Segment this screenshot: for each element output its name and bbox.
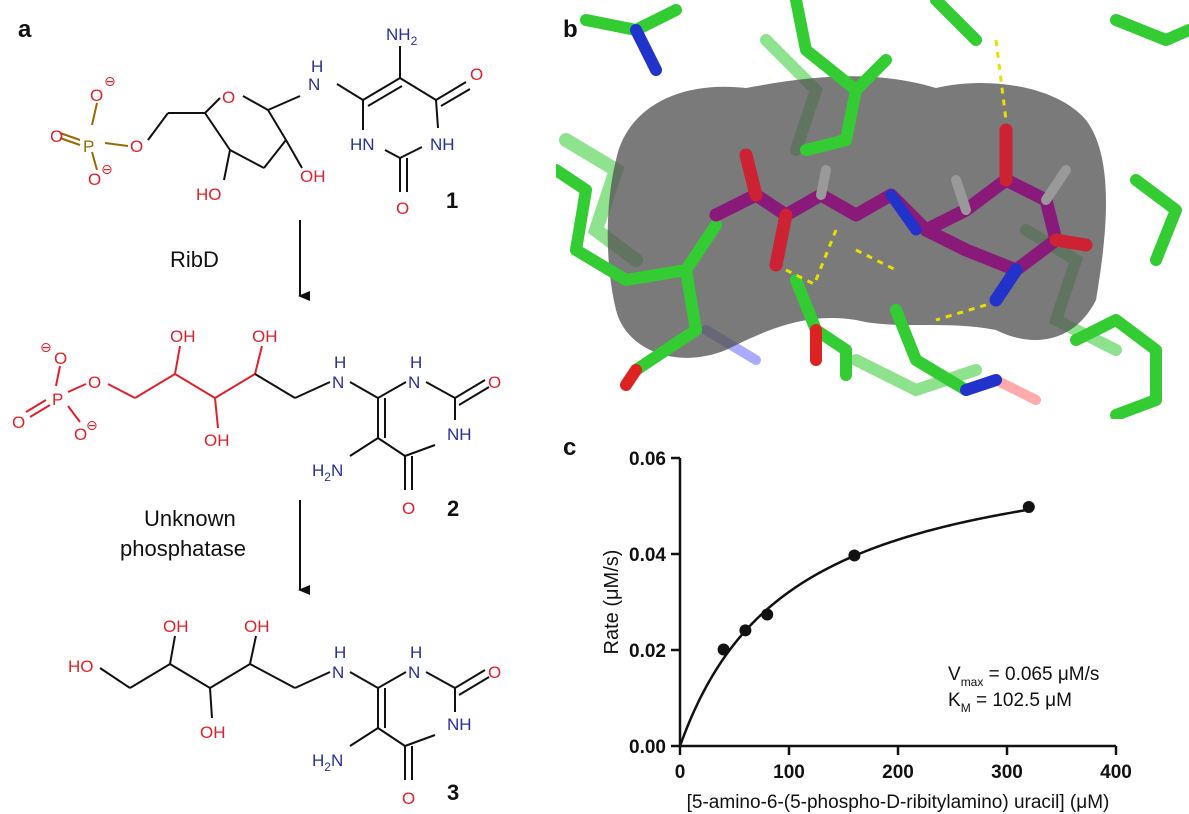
atom-o: O (88, 170, 101, 189)
panel-label-a: a (18, 16, 32, 43)
y-tick-label: 0.04 (629, 545, 666, 566)
compound-number-1: 1 (446, 188, 458, 213)
data-point (1022, 500, 1035, 513)
atom-oh: HO (68, 657, 94, 676)
atom-nh: NH (447, 425, 472, 444)
panel-label-b: b (563, 16, 578, 43)
atom-p: P (52, 390, 63, 409)
compound-1-structure: O P O ⊖ O ⊖ O O HO OH N H NH2 O NH HN O … (50, 25, 483, 218)
atom-o: O (88, 373, 101, 392)
atom-nh: NH (430, 135, 455, 154)
km-annotation: KM = 102.5 μM (948, 690, 1072, 715)
atom-o: O (488, 373, 501, 392)
atom-h: H (334, 353, 346, 372)
charge-minus: ⊖ (104, 73, 116, 89)
atom-n: N (332, 663, 344, 682)
atom-o: O (90, 86, 103, 105)
michaelis-menten-chart: 0.00 0.02 0.04 0.06 0 100 200 300 400 Rate (μM/… (601, 449, 1132, 813)
compound-number-3: 3 (447, 780, 459, 805)
x-ticks: 0 100 200 300 400 (675, 746, 1132, 783)
x-axis-label: [5-amino-6-(5-phospho-D-ribitylamino) ur… (687, 792, 1110, 813)
y-tick-label: 0.06 (629, 449, 666, 470)
data-point (761, 608, 774, 621)
atom-o: O (396, 199, 409, 218)
atom-h: H (410, 353, 422, 372)
enzyme-label-unknown: Unknown (144, 506, 236, 531)
y-tick-label: 0.02 (629, 641, 666, 662)
atom-o: O (402, 789, 415, 808)
y-tick-label: 0.00 (629, 737, 666, 758)
x-tick-label: 100 (773, 762, 805, 783)
atom-o: O (402, 499, 415, 518)
y-ticks: 0.00 0.02 0.04 0.06 (629, 449, 680, 758)
atom-o: O (54, 349, 67, 368)
atom-o: O (222, 88, 235, 107)
atom-oh: OH (170, 327, 196, 346)
atom-n: N (408, 373, 420, 392)
atom-n: N (308, 75, 320, 94)
atom-o: O (74, 425, 87, 444)
atom-h2n: H2N (312, 461, 343, 484)
charge-minus: ⊖ (86, 417, 98, 433)
atom-n: N (332, 373, 344, 392)
charge-minus: ⊖ (40, 339, 52, 355)
atom-nh: NH (447, 715, 472, 734)
atom-o: O (470, 65, 483, 84)
atom-oh: OH (163, 617, 189, 636)
data-point (848, 549, 861, 562)
x-tick-label: 200 (882, 762, 914, 783)
compound-2-structure: O P O ⊖ O ⊖ O OH OH OH N H N H O NH H2N … (12, 327, 501, 521)
data-point (717, 643, 730, 656)
atom-h: H (334, 643, 346, 662)
atom-nh2: NH2 (386, 25, 418, 48)
enzyme-label-ribd: RibD (170, 247, 219, 272)
atom-o: O (12, 413, 25, 432)
panel-label-c: c (563, 434, 577, 461)
reaction-scheme: O P O ⊖ O ⊖ O O HO OH N H NH2 O NH HN O … (12, 25, 501, 808)
atom-o: O (50, 127, 63, 146)
atom-h2n: H2N (312, 751, 343, 774)
atom-oh: OH (204, 431, 230, 450)
atom-oh: OH (300, 167, 326, 186)
x-tick-label: 0 (675, 762, 686, 783)
atom-oh: OH (244, 617, 270, 636)
atom-o: O (488, 663, 501, 682)
atom-p: P (83, 137, 94, 156)
atom-h: H (311, 57, 323, 76)
atom-oh: OH (200, 723, 226, 742)
compound-3-structure: HO OH OH OH N H N H O NH H2N O 3 (68, 617, 501, 808)
x-tick-label: 400 (1100, 762, 1132, 783)
compound-number-2: 2 (447, 496, 459, 521)
atom-oh: HO (196, 185, 222, 204)
atom-oh: OH (252, 327, 278, 346)
atom-n: N (408, 663, 420, 682)
enzyme-label-phosphatase: phosphatase (120, 536, 246, 561)
atom-h: H (410, 643, 422, 662)
vmax-annotation: Vmax = 0.065 μM/s (948, 664, 1099, 689)
x-tick-label: 300 (991, 762, 1023, 783)
data-point (739, 624, 752, 637)
data-points (717, 500, 1035, 656)
active-site-structure-image (556, 0, 1189, 419)
charge-minus: ⊖ (101, 161, 113, 177)
atom-o: O (130, 137, 143, 156)
atom-hn: HN (350, 135, 375, 154)
y-axis-label: Rate (μM/s) (601, 550, 623, 655)
